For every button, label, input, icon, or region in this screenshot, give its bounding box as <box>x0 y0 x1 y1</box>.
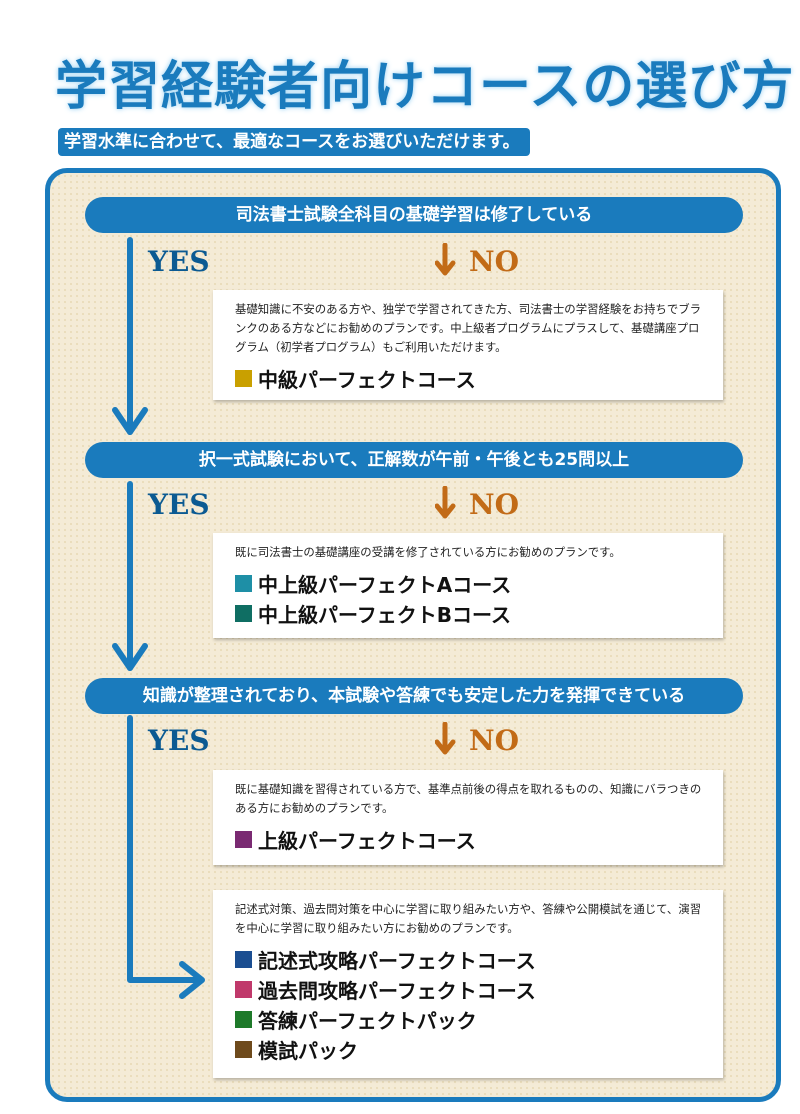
yes-label-3: YES <box>148 724 210 757</box>
down-arrow-icon <box>434 242 456 276</box>
course-name: 模試パック <box>258 1038 358 1063</box>
question-3-bar: 知識が整理されており、本試験や答練でも安定した力を発揮できている <box>85 678 743 714</box>
no-label-text: NO <box>469 245 519 278</box>
recommendation-card-1: 基礎知識に不安のある方や、独学で学習されてきた方、司法書士の学習経験をお持ちでブ… <box>213 290 723 400</box>
course-item: 中上級パーフェクトBコース <box>235 598 705 628</box>
page-title: 学習経験者向けコースの選び方 <box>55 57 795 117</box>
course-item: 上級パーフェクトコース <box>235 824 705 854</box>
down-arrow-icon <box>434 721 456 755</box>
question-1-bar: 司法書士試験全科目の基礎学習は修了している <box>85 197 743 233</box>
card-description: 記述式対策、過去問対策を中心に学習に取り組みたい方や、答練や公開模試を通じて、演… <box>235 902 702 935</box>
no-branch-1: NO <box>434 242 519 283</box>
card-description: 基礎知識に不安のある方や、独学で学習されてきた方、司法書士の学習経験をお持ちでブ… <box>235 302 701 354</box>
no-branch-3: NO <box>434 721 519 762</box>
course-name: 記述式攻略パーフェクトコース <box>258 948 536 973</box>
page-subtitle: 学習水準に合わせて、最適なコースをお選びいただけます。 <box>58 128 530 156</box>
course-item: 中上級パーフェクトAコース <box>235 568 705 598</box>
course-marker <box>235 1040 252 1058</box>
course-marker <box>235 980 252 998</box>
course-name: 中上級パーフェクトAコース <box>258 572 512 597</box>
course-name: 上級パーフェクトコース <box>258 828 476 853</box>
course-marker <box>235 574 252 592</box>
course-marker <box>235 830 252 848</box>
course-marker <box>235 604 252 622</box>
yes-label-1: YES <box>148 245 210 278</box>
course-marker <box>235 950 252 968</box>
recommendation-card-3: 既に基礎知識を習得されている方で、基準点前後の得点を取れるものの、知識にバラつき… <box>213 770 723 865</box>
no-label-text: NO <box>469 724 519 757</box>
course-name: 中上級パーフェクトBコース <box>258 602 512 627</box>
course-item: 記述式攻略パーフェクトコース <box>235 944 705 974</box>
course-name: 答練パーフェクトパック <box>258 1008 477 1033</box>
card-description: 既に基礎知識を習得されている方で、基準点前後の得点を取れるものの、知識にバラつき… <box>235 782 702 815</box>
course-name: 中級パーフェクトコース <box>258 367 476 392</box>
no-branch-2: NO <box>434 485 519 526</box>
course-name: 過去問攻略パーフェクトコース <box>258 978 536 1003</box>
yes-label-2: YES <box>148 488 210 521</box>
course-item: 過去問攻略パーフェクトコース <box>235 974 705 1004</box>
recommendation-card-2: 既に司法書士の基礎講座の受講を修了されている方にお勧めのプランです。 中上級パー… <box>213 533 723 638</box>
course-item: 答練パーフェクトパック <box>235 1004 705 1034</box>
down-arrow-icon <box>434 485 456 519</box>
recommendation-card-4: 記述式対策、過去問対策を中心に学習に取り組みたい方や、答練や公開模試を通じて、演… <box>213 890 723 1078</box>
course-marker <box>235 369 252 387</box>
course-marker <box>235 1010 252 1028</box>
question-2-bar: 択一式試験において、正解数が午前・午後とも25問以上 <box>85 442 743 478</box>
no-label-text: NO <box>469 488 519 521</box>
card-description: 既に司法書士の基礎講座の受講を修了されている方にお勧めのプランです。 <box>235 545 621 559</box>
course-item: 中級パーフェクトコース <box>235 363 705 393</box>
course-item: 模試パック <box>235 1034 705 1064</box>
